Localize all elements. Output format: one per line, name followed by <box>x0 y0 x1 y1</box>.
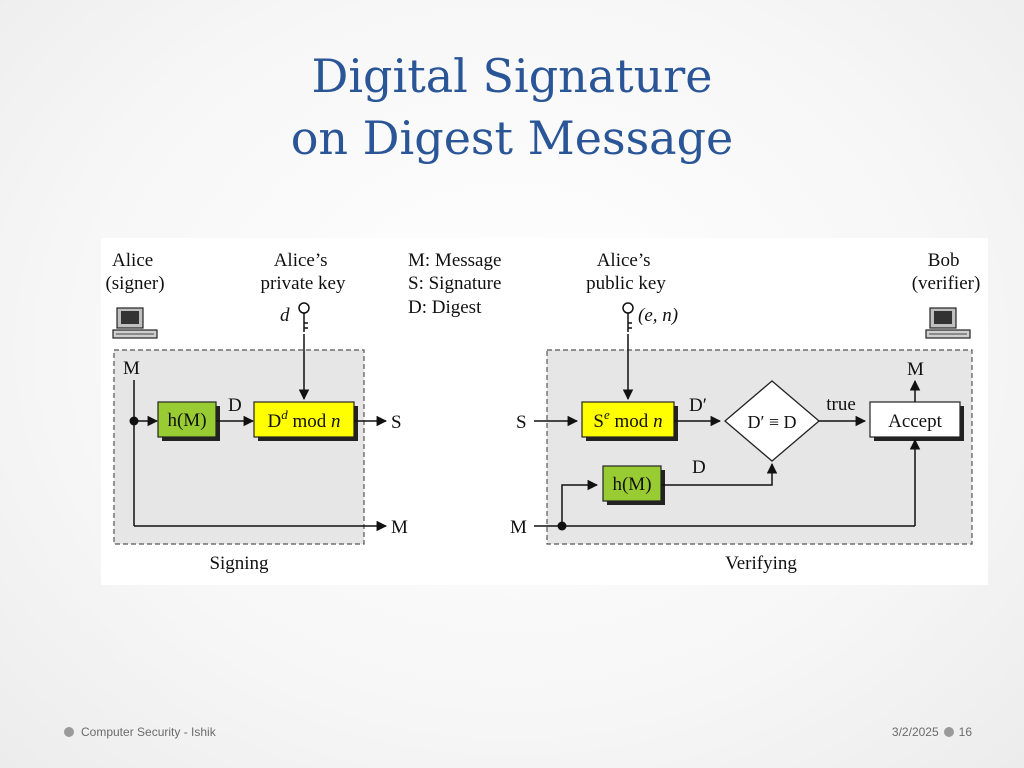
sign-box-label: Dd mod n <box>267 407 340 432</box>
alice-signer-label: Alice (signer) <box>105 250 164 294</box>
compare-label: D′ ≡ D <box>747 412 796 432</box>
slide-number: 16 <box>958 725 972 739</box>
footer-text: Computer Security - Ishik <box>81 725 216 739</box>
accept-label: Accept <box>888 411 943 432</box>
verify-hash-box <box>602 465 662 502</box>
d-prime-label: D′ <box>689 395 707 416</box>
sign-box <box>253 401 355 438</box>
signing-hash-label: h(M) <box>167 410 206 431</box>
verify-digest-label: D <box>692 457 706 478</box>
verify-digest-arrow <box>661 462 778 486</box>
footer-left: Computer Security - Ishik <box>64 725 216 739</box>
message-output-label: M <box>391 517 408 538</box>
public-key-icon <box>622 302 634 332</box>
bob-computer-icon <box>925 307 971 339</box>
signing-m-label: M <box>123 358 140 379</box>
digest-signature-diagram: Alice (signer) Alice’s private key M: Me… <box>101 238 988 585</box>
verifying-label: Verifying <box>725 553 797 574</box>
slide-date: 3/2/2025 <box>891 725 939 739</box>
private-key-symbol: d <box>280 305 290 326</box>
verify-m-input-label: M <box>510 517 527 538</box>
bullet-dot-icon <box>943 727 954 737</box>
signature-output-label: S <box>391 412 402 433</box>
alice-computer-icon <box>112 307 158 339</box>
verify-m-output-label: M <box>907 359 924 380</box>
verify-box <box>581 401 675 438</box>
compare-diamond <box>723 380 821 462</box>
bullet-dot-icon <box>64 727 74 737</box>
title-line-2: on Digest Message <box>290 111 734 165</box>
m-to-hash-arrow <box>561 479 599 526</box>
public-key-symbol: (e, n) <box>638 305 678 326</box>
slide-title: Digital Signature on Digest Message <box>0 45 1024 169</box>
bob-verifier-label: Bob (verifier) <box>912 250 981 294</box>
signing-hash-box <box>157 401 217 438</box>
title-line-1: Digital Signature <box>311 49 713 103</box>
verify-hash-label: h(M) <box>612 474 651 495</box>
verify-box-label: Se mod n <box>593 407 662 432</box>
true-label: true <box>826 394 856 415</box>
accept-box <box>869 401 961 438</box>
alice-public-key-label: Alice’s public key <box>586 250 666 294</box>
digest-label: D <box>228 395 242 416</box>
alice-private-key-label: Alice’s private key <box>261 250 346 294</box>
private-key-icon <box>298 302 310 332</box>
verify-s-label: S <box>516 412 527 433</box>
footer-right: 3/2/2025 16 <box>892 725 972 739</box>
signing-label: Signing <box>209 553 269 574</box>
legend: M: Message S: Signature D: Digest <box>408 250 506 318</box>
signing-region <box>113 349 365 545</box>
